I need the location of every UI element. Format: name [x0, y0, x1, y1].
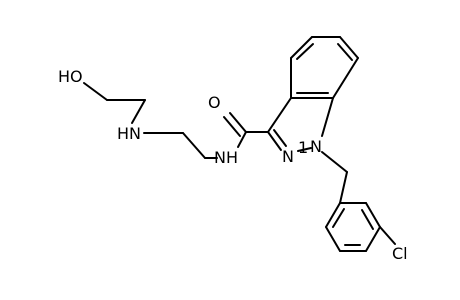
bond-ho-ch2: [83, 82, 108, 101]
bond-carbonyl-o-2: [223, 116, 241, 137]
bond-c6-c7-double: [337, 43, 353, 61]
bond-ar-c2-c3-double: [361, 209, 374, 230]
bond-ar-c2-c3: [365, 202, 381, 228]
atom-label-hydroxyl: HO: [58, 67, 83, 86]
bond-nh-carbonyl: [237, 131, 247, 148]
bond-ar-c6-c1-double: [332, 208, 345, 228]
bond-lines: [83, 36, 396, 252]
bond-carbonyl-o-1: [229, 112, 247, 133]
bond-c3-n2-1: [267, 131, 282, 151]
bond-ch2-hn: [131, 99, 146, 124]
bond-c3a-c3: [267, 97, 292, 133]
bond-ar-c3-c4: [365, 226, 381, 252]
bond-ch2-aryl: [339, 171, 348, 204]
bond-n1-c7a: [321, 97, 334, 137]
bond-n1-ch2: [321, 151, 348, 173]
atom-label-n1-locant: 1: [298, 138, 308, 157]
atom-label-indazole-n2: N: [282, 147, 294, 166]
bond-ch2-ch2-b: [182, 132, 206, 159]
bond-ar-cl: [379, 226, 396, 245]
atom-label-indazole-n1: N: [310, 137, 322, 156]
bond-ar-c5-c6: [325, 226, 341, 252]
atom-label-carbonyl-o: O: [208, 93, 221, 112]
atom-label-amine-nh: HN: [117, 124, 141, 143]
atom-label-amide-nh: NH: [214, 148, 238, 167]
bond-c4-c5: [290, 36, 313, 59]
bond-c6-c7: [339, 36, 359, 59]
bond-c7-c7a: [332, 57, 359, 99]
bond-c4-c5-double: [296, 43, 314, 60]
bond-c3-n2-2: [273, 129, 287, 147]
atom-label-chlorine: Cl: [392, 244, 408, 263]
bond-ar-c6-c1: [325, 202, 341, 228]
atom-labels: HO HN NH O N N 1 Cl: [58, 67, 408, 263]
bond-n2-n1: [297, 147, 312, 152]
